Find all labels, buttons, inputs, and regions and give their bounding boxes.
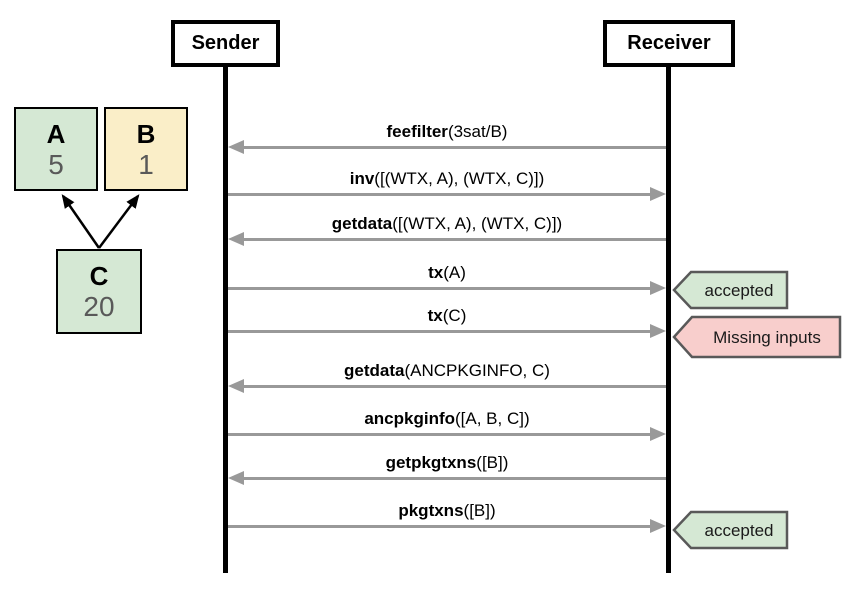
dag-node-a-value: 5 — [48, 148, 64, 180]
message-arrow-line — [244, 238, 666, 241]
message-args: (3sat/B) — [447, 122, 508, 141]
tag-text: Missing inputs — [713, 328, 821, 347]
actor-receiver-label: Receiver — [627, 32, 711, 54]
result-tag-accepted-pkgtxns: accepted — [672, 510, 789, 550]
message-label-getpkgtxns: getpkgtxns([B]) — [228, 451, 666, 475]
dag-node-b-value: 1 — [138, 148, 154, 180]
arrowhead-right-icon — [650, 187, 666, 201]
tag-shape — [672, 270, 789, 310]
receiver-lifeline — [666, 67, 671, 573]
arrowhead-right-icon — [650, 324, 666, 338]
message-label-pkgtxns: pkgtxns([B]) — [228, 499, 666, 523]
message-label-getdata: getdata([(WTX, A), (WTX, C)]) — [228, 212, 666, 236]
dag-node-b-label: B — [136, 118, 156, 149]
message-name: getpkgtxns — [385, 453, 477, 472]
arrowhead-left-icon — [228, 232, 244, 246]
message-args: ([B]) — [463, 501, 496, 520]
tag-shape — [672, 510, 789, 550]
message-label-inv: inv([(WTX, A), (WTX, C)]) — [228, 167, 666, 191]
message-name: feefilter — [386, 122, 448, 141]
message-label-getdata-ancpkginfo: getdata(ANCPKGINFO, C) — [228, 359, 666, 383]
dag-edge-c-to-a — [61, 194, 101, 249]
message-name: tx — [427, 306, 443, 325]
message-name: getdata — [331, 214, 393, 233]
message-label-tx-a: tx(A) — [228, 261, 666, 285]
message-args: (C) — [442, 306, 467, 325]
tag-shape — [672, 315, 842, 359]
dag-node-c-label: C — [89, 261, 109, 291]
result-tag-missing-inputs-tx-c: Missing inputs — [672, 315, 842, 359]
message-label-ancpkginfo: ancpkginfo([A, B, C]) — [228, 407, 666, 431]
arrowhead-right-icon — [650, 519, 666, 533]
message-arrow-line — [244, 385, 666, 388]
tag-text: accepted — [705, 521, 774, 540]
message-name: pkgtxns — [398, 501, 464, 520]
message-arrow-line — [244, 477, 666, 480]
message-name: ancpkginfo — [364, 409, 456, 428]
message-args: ([(WTX, A), (WTX, C)]) — [392, 214, 563, 233]
dag-node-a-label: A — [46, 118, 66, 149]
message-label-feefilter: feefilter(3sat/B) — [228, 120, 666, 144]
message-arrow-line — [228, 193, 650, 196]
arrowhead-right-icon — [650, 427, 666, 441]
message-name: getdata — [344, 361, 405, 380]
dag-node-a: A 5 — [14, 107, 98, 191]
dag-node-b: B 1 — [104, 107, 188, 191]
sender-lifeline — [223, 67, 228, 573]
message-arrow-line — [244, 146, 666, 149]
message-arrow-line — [228, 525, 650, 528]
arrowhead-left-icon — [228, 140, 244, 154]
message-args: ([(WTX, A), (WTX, C)]) — [374, 169, 545, 188]
actor-sender-label: Sender — [191, 32, 260, 54]
tag-text: accepted — [705, 281, 774, 300]
arrowhead-left-icon — [228, 471, 244, 485]
message-arrow-line — [228, 433, 650, 436]
arrowhead-right-icon — [650, 281, 666, 295]
message-name: tx — [428, 263, 444, 282]
message-args: ([B]) — [476, 453, 509, 472]
dag-edge-c-to-b — [98, 194, 140, 249]
message-label-tx-c: tx(C) — [228, 304, 666, 328]
message-args: ([A, B, C]) — [455, 409, 530, 428]
message-arrow-line — [228, 287, 650, 290]
dag-node-c-value: 20 — [83, 291, 115, 322]
actor-sender: Sender — [171, 20, 280, 67]
result-tag-accepted-tx-a: accepted — [672, 270, 789, 310]
message-args: (ANCPKGINFO, C) — [404, 361, 550, 380]
message-name: inv — [349, 169, 375, 188]
message-arrow-line — [228, 330, 650, 333]
message-args: (A) — [443, 263, 466, 282]
actor-receiver: Receiver — [603, 20, 735, 67]
dag-node-c: C 20 — [56, 249, 142, 334]
arrowhead-left-icon — [228, 379, 244, 393]
